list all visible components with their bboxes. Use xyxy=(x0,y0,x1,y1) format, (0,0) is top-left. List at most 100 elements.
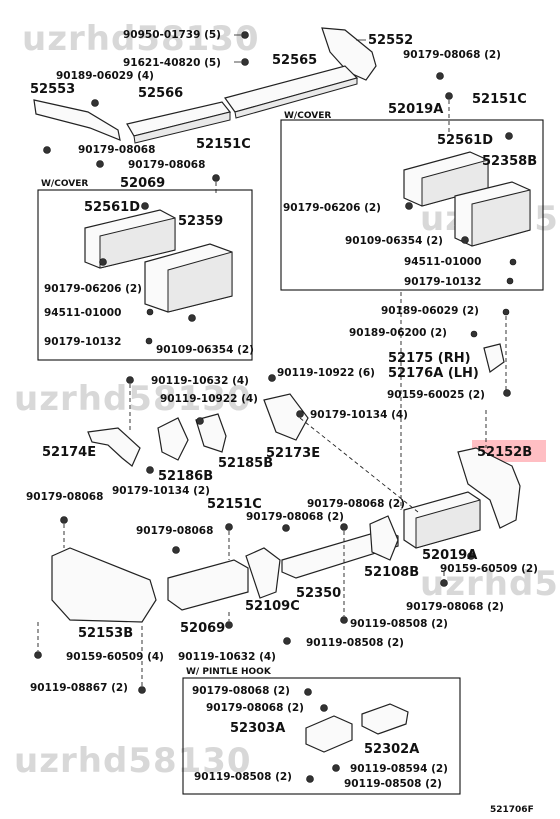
bolt-52151C-bottom xyxy=(225,523,233,531)
bolt-90179-06206-left xyxy=(99,258,107,266)
label-52152B: 52152B xyxy=(477,445,532,460)
part-52302A xyxy=(361,703,409,735)
label-90179-08068-2f: 90179-08068 (2) xyxy=(206,702,304,714)
label-90119-08508-2d: 90119-08508 (2) xyxy=(344,778,442,790)
label-90159-60025-2: 90159-60025 (2) xyxy=(387,389,485,401)
bolt-90189-06029-2 xyxy=(502,308,510,316)
label-90119-10632-4a: 90119-10632 (4) xyxy=(151,375,249,387)
label-94511-01000-r: 94511-01000 xyxy=(404,256,481,268)
label-90179-08068-d: 90179-08068 xyxy=(136,525,213,537)
label-90109-06354-2l: 90109-06354 (2) xyxy=(156,344,254,356)
bolt-90119-08508-2a xyxy=(340,616,348,624)
box-right-cover-label: W/COVER xyxy=(284,111,331,121)
bolt-pintle-d xyxy=(306,775,314,783)
label-52153B: 52153B xyxy=(78,626,133,641)
label-52019A-a: 52019A xyxy=(388,102,443,117)
label-90179-06206-2r: 90179-06206 (2) xyxy=(283,202,381,214)
box-pintle-hook-label: W/ PINTLE HOOK xyxy=(186,667,272,677)
part-52303A xyxy=(305,715,353,753)
part-52153B-end xyxy=(51,547,157,623)
label-52174E: 52174E xyxy=(42,445,96,460)
label-90159-60509-4: 90159-60509 (4) xyxy=(66,651,164,663)
bolt-90179-06206-right xyxy=(405,202,413,210)
label-52302A: 52302A xyxy=(364,742,419,757)
bolt-90179-08068-2d xyxy=(440,579,448,587)
label-90119-10632-4b: 90119-10632 (4) xyxy=(178,651,276,663)
bolt-90109-06354-right xyxy=(461,236,469,244)
bolt-52561D-left xyxy=(141,202,149,210)
bolt-52151C-mid xyxy=(212,174,220,182)
watermark-middle: uzrhd58130 xyxy=(14,379,252,419)
label-90119-08867-2: 90119-08867 (2) xyxy=(30,682,128,694)
bolt-90179-08068-2c xyxy=(340,523,348,531)
bolt-pintle-a xyxy=(304,688,312,696)
bolt-90119-10922-4 xyxy=(196,417,204,425)
label-52186B: 52186B xyxy=(158,469,213,484)
label-90179-08068-2c: 90179-08068 (2) xyxy=(307,498,405,510)
bolt-90179-08068-2b xyxy=(282,524,290,532)
label-90109-06354-2r: 90109-06354 (2) xyxy=(345,235,443,247)
label-52175: 52175 (RH) xyxy=(388,351,471,366)
label-52109C: 52109C xyxy=(245,599,300,614)
label-52552: 52552 xyxy=(368,33,413,48)
part-52565-face xyxy=(234,77,358,119)
part-52185B-bracket xyxy=(195,413,227,453)
label-90179-10134-2: 90179-10134 (2) xyxy=(112,485,210,497)
box-right-cover xyxy=(280,119,544,291)
bolt-90950-01739 xyxy=(241,31,249,39)
bolt-pintle-b xyxy=(320,704,328,712)
label-90179-08068-c: 90179-08068 xyxy=(26,491,103,503)
bolt-90119-08867-2 xyxy=(138,686,146,694)
label-90179-10132-r: 90179-10132 xyxy=(404,276,481,288)
bolt-90179-08068-left2 xyxy=(96,160,104,168)
part-52108B-bracket xyxy=(369,515,399,561)
label-52561D-r: 52561D xyxy=(437,133,493,148)
box-pintle-hook xyxy=(182,677,461,795)
label-90119-10922-4: 90119-10922 (4) xyxy=(160,393,258,405)
label-52561D-l: 52561D xyxy=(84,200,140,215)
label-90189-06200-2: 90189-06200 (2) xyxy=(349,327,447,339)
bolt-pintle-c xyxy=(332,764,340,772)
label-90179-08068-2b: 90179-08068 (2) xyxy=(246,511,344,523)
label-91621-40820: 91621-40820 (5) xyxy=(123,57,221,69)
bolt-90179-10134-4 xyxy=(296,410,304,418)
bolt-90159-60509-2 xyxy=(467,552,475,560)
label-90179-08068-2a: 90179-08068 (2) xyxy=(403,49,501,61)
part-52109C-bracket xyxy=(245,547,281,599)
label-52176A: 52176A (LH) xyxy=(388,366,479,381)
label-90119-08508-2a: 90119-08508 (2) xyxy=(350,618,448,630)
part-52359-face xyxy=(167,251,233,313)
bolt-94511-01000-right xyxy=(509,258,517,266)
bolt-90179-10132-right xyxy=(506,277,514,285)
label-52553: 52553 xyxy=(30,82,75,97)
label-90119-08508-2c: 90119-08508 (2) xyxy=(194,771,292,783)
bolt-90159-60025-2 xyxy=(503,389,511,397)
label-52185B: 52185B xyxy=(218,456,273,471)
label-90950-01739: 90950-01739 (5) xyxy=(123,29,221,41)
label-52565: 52565 xyxy=(272,53,317,68)
bolt-90179-10132-left xyxy=(145,337,153,345)
part-52566-face xyxy=(133,111,231,144)
bolt-90179-08068-left xyxy=(43,146,51,154)
label-90179-10134-4: 90179-10134 (4) xyxy=(310,409,408,421)
label-52069-a: 52069 xyxy=(120,176,165,191)
label-52151C-a: 52151C xyxy=(472,92,527,107)
bolt-90189-06200-2 xyxy=(470,330,478,338)
bolt-90119-10922-6 xyxy=(268,374,276,382)
part-52069-mid xyxy=(167,559,249,611)
label-52566: 52566 xyxy=(138,86,183,101)
label-90179-08068-a: 90179-08068 xyxy=(78,144,155,156)
label-52303A: 52303A xyxy=(230,721,285,736)
label-90179-08068-2d: 90179-08068 (2) xyxy=(406,601,504,613)
label-94511-01000-l: 94511-01000 xyxy=(44,307,121,319)
label-52358B: 52358B xyxy=(482,154,537,169)
box-left-cover xyxy=(37,189,253,361)
label-90179-08068-b: 90179-08068 xyxy=(128,159,205,171)
label-90179-08068-2e: 90179-08068 (2) xyxy=(192,685,290,697)
label-52173E: 52173E xyxy=(266,446,320,461)
label-90159-60509-2: 90159-60509 (2) xyxy=(440,563,538,575)
box-left-cover-label: W/COVER xyxy=(41,179,88,189)
label-52151C-c: 52151C xyxy=(207,497,262,512)
bolt-90179-08068-d xyxy=(172,546,180,554)
label-90189-06029-4: 90189-06029 (4) xyxy=(56,70,154,82)
